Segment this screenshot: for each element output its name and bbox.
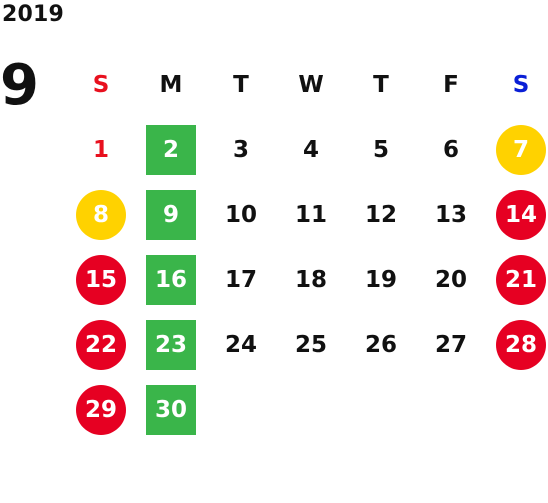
calendar-day-cell: 19 bbox=[346, 247, 416, 312]
calendar-day-15[interactable]: 15 bbox=[76, 254, 126, 305]
calendar-day-cell: 28 bbox=[486, 312, 548, 377]
calendar-day-cell: 2 bbox=[136, 117, 206, 182]
calendar-day-cell: 1 bbox=[66, 117, 136, 182]
calendar-day-cell: 14 bbox=[486, 182, 548, 247]
calendar-day-cell: 25 bbox=[276, 312, 346, 377]
calendar-empty-cell bbox=[486, 377, 548, 442]
weekday-wednesday-header: W bbox=[276, 52, 346, 117]
calendar-empty-cell bbox=[276, 377, 346, 442]
calendar-day-29[interactable]: 29 bbox=[76, 384, 126, 435]
calendar-day-cell: 18 bbox=[276, 247, 346, 312]
calendar-day-10[interactable]: 10 bbox=[224, 201, 257, 228]
calendar-day-18[interactable]: 18 bbox=[294, 266, 327, 293]
calendar-day-cell: 24 bbox=[206, 312, 276, 377]
calendar-day-2[interactable]: 2 bbox=[146, 124, 196, 175]
weekday-label: F bbox=[443, 71, 459, 98]
calendar-day-cell: 11 bbox=[276, 182, 346, 247]
calendar-day-cell: 3 bbox=[206, 117, 276, 182]
weekday-label: T bbox=[233, 71, 249, 98]
calendar-day-cell: 23 bbox=[136, 312, 206, 377]
calendar-day-cell: 26 bbox=[346, 312, 416, 377]
calendar-day-cell: 8 bbox=[66, 182, 136, 247]
calendar-day-19[interactable]: 19 bbox=[364, 266, 397, 293]
calendar-day-9[interactable]: 9 bbox=[146, 189, 196, 240]
calendar-day-30[interactable]: 30 bbox=[146, 384, 196, 435]
calendar-day-1[interactable]: 1 bbox=[92, 136, 109, 163]
calendar-day-28[interactable]: 28 bbox=[496, 319, 546, 370]
weekday-label: M bbox=[159, 71, 183, 98]
calendar-day-cell: 10 bbox=[206, 182, 276, 247]
calendar-day-21[interactable]: 21 bbox=[496, 254, 546, 305]
calendar-day-25[interactable]: 25 bbox=[294, 331, 327, 358]
calendar-day-cell: 21 bbox=[486, 247, 548, 312]
calendar-day-cell: 6 bbox=[416, 117, 486, 182]
calendar-day-14[interactable]: 14 bbox=[496, 189, 546, 240]
weekday-label: W bbox=[298, 71, 324, 98]
calendar-empty-cell bbox=[346, 377, 416, 442]
calendar-day-cell: 29 bbox=[66, 377, 136, 442]
calendar-day-3[interactable]: 3 bbox=[232, 136, 249, 163]
weekday-sunday-header: S bbox=[66, 52, 136, 117]
calendar-day-16[interactable]: 16 bbox=[146, 254, 196, 305]
calendar-day-4[interactable]: 4 bbox=[302, 136, 319, 163]
calendar-year: 2019 bbox=[2, 2, 65, 27]
calendar-day-7[interactable]: 7 bbox=[496, 124, 546, 175]
calendar-day-27[interactable]: 27 bbox=[434, 331, 467, 358]
calendar-day-cell: 20 bbox=[416, 247, 486, 312]
calendar-day-23[interactable]: 23 bbox=[146, 319, 196, 370]
calendar-day-cell: 9 bbox=[136, 182, 206, 247]
calendar-day-6[interactable]: 6 bbox=[442, 136, 459, 163]
calendar-day-cell: 16 bbox=[136, 247, 206, 312]
calendar-day-cell: 17 bbox=[206, 247, 276, 312]
calendar-day-17[interactable]: 17 bbox=[224, 266, 257, 293]
calendar-month: 9 bbox=[0, 53, 39, 118]
calendar-day-12[interactable]: 12 bbox=[364, 201, 397, 228]
calendar-day-cell: 5 bbox=[346, 117, 416, 182]
calendar-day-cell: 15 bbox=[66, 247, 136, 312]
calendar-day-cell: 7 bbox=[486, 117, 548, 182]
calendar-day-24[interactable]: 24 bbox=[224, 331, 257, 358]
calendar-day-cell: 12 bbox=[346, 182, 416, 247]
calendar-day-8[interactable]: 8 bbox=[76, 189, 126, 240]
calendar-day-22[interactable]: 22 bbox=[76, 319, 126, 370]
calendar-day-13[interactable]: 13 bbox=[434, 201, 467, 228]
calendar-empty-cell bbox=[206, 377, 276, 442]
calendar-day-26[interactable]: 26 bbox=[364, 331, 397, 358]
calendar-day-5[interactable]: 5 bbox=[372, 136, 389, 163]
weekday-label: S bbox=[92, 71, 110, 98]
calendar-day-cell: 30 bbox=[136, 377, 206, 442]
calendar-day-cell: 22 bbox=[66, 312, 136, 377]
weekday-monday-header: M bbox=[136, 52, 206, 117]
calendar-day-cell: 4 bbox=[276, 117, 346, 182]
calendar-empty-cell bbox=[416, 377, 486, 442]
calendar-day-11[interactable]: 11 bbox=[294, 201, 327, 228]
calendar-day-cell: 27 bbox=[416, 312, 486, 377]
weekday-label: T bbox=[373, 71, 389, 98]
weekday-friday-header: F bbox=[416, 52, 486, 117]
weekday-tuesday-header: T bbox=[206, 52, 276, 117]
calendar-day-20[interactable]: 20 bbox=[434, 266, 467, 293]
weekday-thursday-header: T bbox=[346, 52, 416, 117]
weekday-label: S bbox=[512, 71, 530, 98]
calendar-day-cell: 13 bbox=[416, 182, 486, 247]
weekday-saturday-header: S bbox=[486, 52, 548, 117]
